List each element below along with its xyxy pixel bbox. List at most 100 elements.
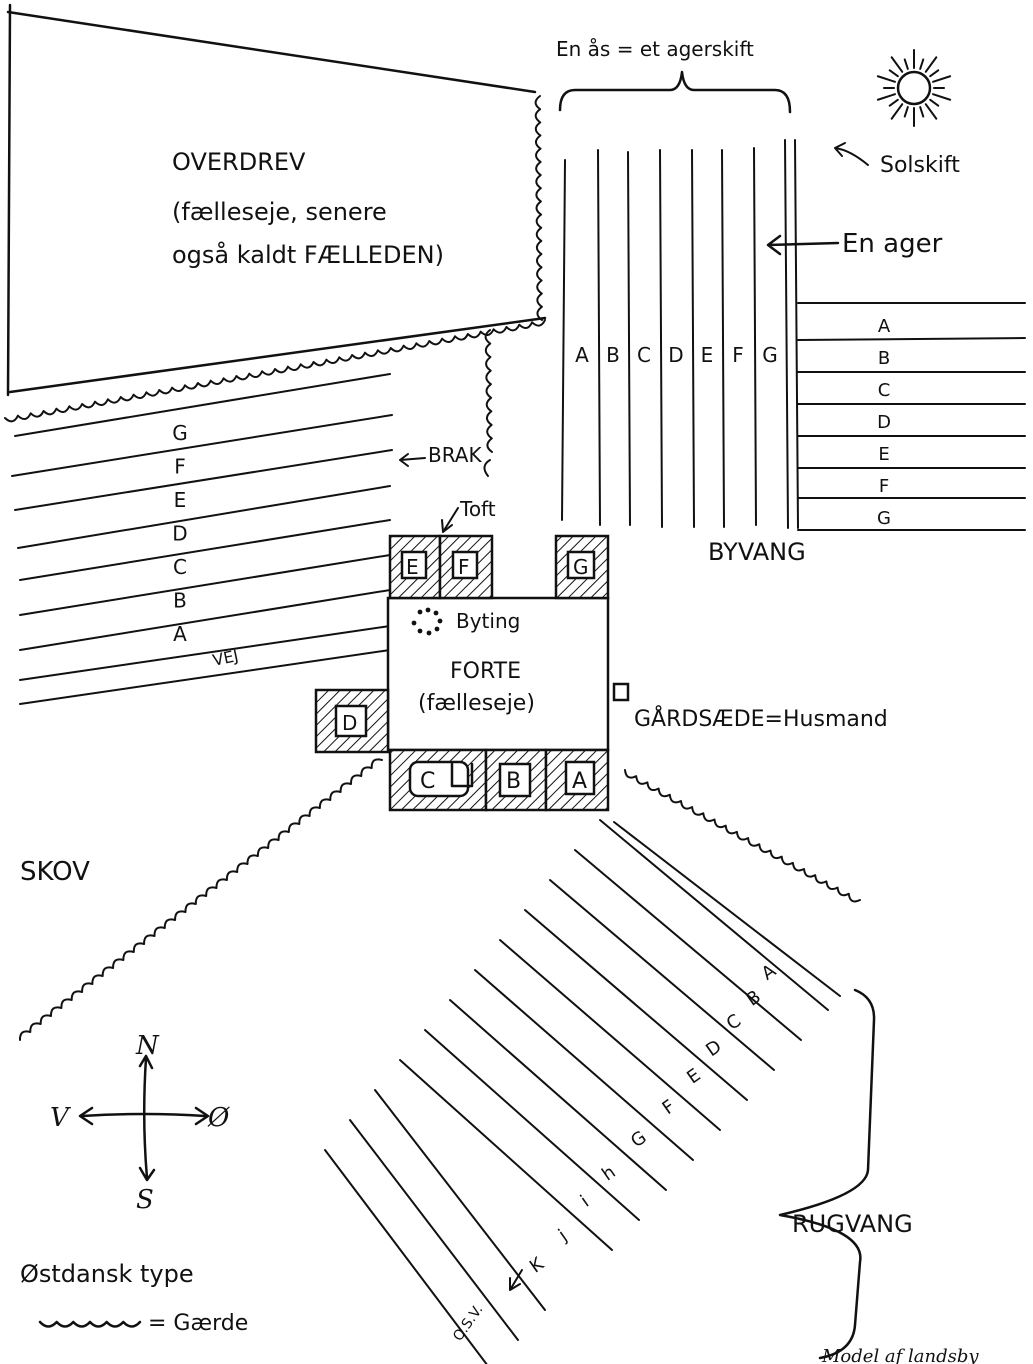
brak-label: BRAK: [428, 443, 482, 467]
en-ager-label: En ager: [842, 229, 943, 259]
byvang-hstrip-c: C: [878, 380, 891, 401]
fence-overdrev-east: [534, 95, 543, 321]
rugvang-strip-line: [574, 849, 802, 1041]
rugvang-strip-line: [349, 1119, 519, 1341]
compass-icon: [78, 1054, 210, 1182]
rugvang-strip-line: [424, 1029, 640, 1221]
byvang-hstrip-d: D: [877, 412, 891, 433]
byvang-vertical-field: [561, 139, 799, 529]
byvang-horizontal-field: [797, 302, 1026, 531]
rugvang-strip-line: [374, 1089, 546, 1311]
forte-title: FORTE: [450, 659, 521, 684]
byting-label: Byting: [456, 609, 520, 633]
solskift-label: Solskift: [880, 153, 960, 178]
byting-circle: [411, 607, 443, 636]
rugvang-strip-d: D: [702, 1036, 725, 1061]
fence-east: [624, 769, 861, 903]
en-ager-arrow: [766, 234, 840, 256]
overdrev-note-1: (fælleseje, senere: [172, 198, 387, 226]
toft-arrow: [441, 507, 459, 533]
brak-strip-f: F: [174, 455, 186, 479]
brak-strip-b: B: [173, 589, 187, 613]
brak-strip-d: D: [172, 522, 187, 546]
farm-g-toft: [554, 534, 610, 600]
forte-area: [386, 596, 610, 752]
farm-a-label: A: [572, 769, 587, 794]
byvang-hstrip-a: A: [878, 316, 891, 337]
compass-o: Ø: [207, 1103, 230, 1133]
caption-text: Model af landsby: [821, 1346, 979, 1364]
rugvang-strip-f: F: [659, 1096, 680, 1119]
rugvang-strip-line: [324, 1149, 488, 1364]
rugvang-strip-i: i: [577, 1191, 593, 1211]
farm-f-label: F: [458, 555, 470, 579]
overdrev-title: OVERDREV: [172, 148, 306, 176]
rugvang-strip-a: A: [758, 960, 781, 985]
rugvang-strip-j: j: [554, 1225, 571, 1246]
gaardsaede-label: GÅRDSÆDE=Husmand: [634, 705, 888, 732]
byvang-hstrip-f: F: [879, 476, 889, 497]
toft-label: Toft: [459, 497, 496, 521]
vej-label: VEJ: [211, 646, 240, 670]
farm-e-label: E: [406, 555, 419, 579]
rugvang-strip-line: [599, 819, 829, 1011]
compass-v: V: [50, 1103, 71, 1133]
byvang-hstrip-b: B: [878, 348, 890, 369]
brak-strip-c: C: [173, 555, 187, 579]
fence-legend-icon: [38, 1320, 142, 1328]
byvang-vstrip-a: A: [575, 343, 589, 367]
solskift-arrow: [834, 142, 869, 166]
brak-strip-a: A: [173, 622, 187, 646]
compass-n: N: [135, 1031, 160, 1061]
byvang-vstrip-d: D: [668, 343, 683, 367]
forte-note: (fælleseje): [418, 691, 535, 716]
overdrev-note-2: også kaldt FÆLLEDEN): [172, 240, 444, 269]
rugvang-strip-line: [449, 999, 667, 1191]
byvang-vstrip-c: C: [637, 343, 651, 367]
rugvang-strip-e: E: [683, 1065, 704, 1089]
farm-b-label: B: [506, 769, 521, 794]
byvang-label: BYVANG: [708, 538, 806, 566]
rugvang-strip-line: [399, 1059, 613, 1251]
rugvang-brace: [778, 988, 876, 1360]
compass-s: S: [136, 1185, 154, 1215]
byvang-vstrip-b: B: [606, 343, 620, 367]
rugvang-label: RUGVANG: [792, 1210, 913, 1238]
farm-d-label: D: [342, 711, 357, 735]
byvang-hstrip-g: G: [877, 508, 891, 529]
gaardsaede-box: [612, 682, 630, 702]
en-aas-label: En ås = et agerskift: [556, 37, 754, 61]
byvang-vstrip-e: E: [701, 343, 714, 367]
brak-strip-g: G: [172, 421, 188, 445]
farm-d-toft: [314, 688, 390, 754]
rugvang-strip-line: [549, 879, 775, 1071]
rugvang-field: [324, 819, 829, 1364]
rugvang-strip-c: C: [723, 1010, 745, 1034]
skov-label: SKOV: [20, 857, 90, 887]
fence-overdrev-south: [4, 319, 546, 423]
byvang-vstrip-g: G: [762, 343, 778, 367]
rugvang-strip-line: [499, 939, 721, 1131]
byvang-hstrip-e: E: [878, 444, 889, 465]
rugvang-strip-line: [474, 969, 694, 1161]
byvang-vstrip-f: F: [732, 343, 744, 367]
rugvang-strip-line: [524, 909, 748, 1101]
gaerde-legend-label: = Gærde: [148, 1311, 248, 1336]
farm-c-label: C: [420, 769, 435, 794]
brak-strip-e: E: [174, 488, 187, 512]
brak-arrow: [399, 453, 426, 467]
oestdansk-label: Østdansk type: [20, 1260, 194, 1288]
overdrev-boundary: [6, 3, 547, 397]
aas-brace: [558, 70, 792, 114]
rugvang-strip-h: h: [598, 1162, 619, 1186]
fence-brak-east: [484, 329, 493, 453]
rugvang-strip-g: G: [627, 1127, 650, 1152]
brak-field: [11, 373, 393, 705]
rugvang-strip-k: K: [526, 1253, 549, 1278]
sun-icon: [876, 49, 952, 127]
